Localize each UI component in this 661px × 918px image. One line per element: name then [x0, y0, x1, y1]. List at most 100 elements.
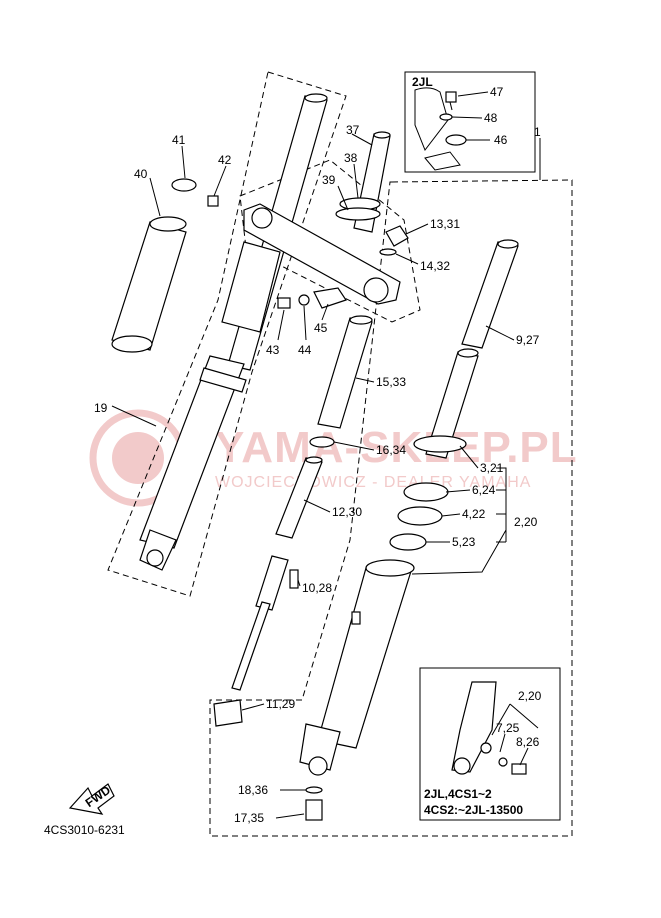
fork-boot-bottom-ring [111, 335, 153, 353]
leader-44 [303, 305, 307, 341]
inset-bottom-line1: 2JL,4CS1~2 [424, 787, 492, 801]
leader-11-29 [241, 703, 265, 711]
outer-tube-lug [351, 611, 361, 625]
leader-17-35 [275, 813, 305, 819]
inset-bolt-47 [445, 91, 457, 103]
leader-2-20 [411, 529, 507, 575]
damper-rod-12-30 [275, 456, 323, 539]
leader-39 [337, 185, 349, 211]
gasket-18-36 [305, 786, 323, 794]
leader-47 [457, 91, 489, 97]
leader-38 [353, 163, 359, 199]
outer-tube-top [365, 559, 415, 577]
rebound-spring [255, 555, 289, 611]
bracket-45 [313, 287, 347, 309]
cap-bolt-13-31 [385, 225, 409, 247]
leader-40 [149, 177, 161, 217]
inset-washer-8-26 [498, 757, 508, 767]
callout-41: 41 [172, 133, 186, 147]
leader-48 [451, 116, 483, 119]
inner-tube-15-33 [317, 315, 373, 429]
callout-5-23: 5,23 [452, 535, 476, 549]
inset-axle-hole [453, 757, 471, 775]
callout-16-34: 16,34 [376, 443, 406, 457]
callout-14-32: 14,32 [420, 259, 450, 273]
inset-2jl-top [404, 71, 536, 173]
callout-43: 43 [266, 343, 280, 357]
outer-tube-foot [299, 723, 341, 771]
leader-42 [213, 165, 227, 197]
watermark: YAMA-SKLEP.PL WOJCIECHOWICZ - DEALER YAM… [89, 409, 578, 507]
oil-lock-11-29 [213, 699, 243, 727]
callout-11-29: 11,29 [266, 697, 295, 711]
damper-rod-top [305, 456, 323, 464]
leader-14-32 [395, 253, 419, 265]
seal-3-21 [413, 435, 467, 453]
callout-1: 1 [534, 125, 541, 139]
piston-rod-10-28 [231, 555, 299, 691]
crown-right-clamp [363, 277, 389, 303]
crown-left-clamp [251, 207, 273, 229]
inset-bolt [511, 763, 527, 775]
bolt-17-35 [305, 799, 323, 821]
leader-lines [111, 91, 515, 819]
inset-cap-46 [445, 134, 467, 146]
leader-13-31 [405, 223, 429, 235]
rod-shaft [231, 601, 271, 691]
stem-top [373, 131, 391, 139]
watermark-subtitle: WOJCIECHOWICZ - DEALER YAMAHA [215, 474, 531, 491]
fork-spring-9-27 [425, 239, 519, 459]
bolt-43 [277, 297, 291, 309]
callout-47: 47 [490, 85, 504, 99]
outer-tube-axle-hole [308, 756, 328, 776]
outer-tube-body [317, 567, 413, 749]
inset-stem-sketch [414, 87, 449, 152]
rod-ring [289, 569, 299, 589]
lower-crown [243, 203, 401, 305]
leader-41 [181, 145, 186, 179]
callout-9-27: 9,27 [516, 333, 540, 347]
inner-tube-top [349, 315, 373, 325]
callout-38: 38 [344, 151, 358, 165]
spring-upper-top [497, 239, 519, 249]
leader-16-34 [333, 441, 375, 451]
inset-leader-7-25 [499, 733, 506, 753]
leader-37 [351, 133, 373, 146]
left-outer-leg-collar [199, 367, 247, 393]
spring-upper [461, 241, 519, 349]
callout-12-30: 12,30 [332, 505, 362, 519]
dust-seal-16-34 [309, 436, 335, 448]
callout-6-24: 6,24 [472, 483, 496, 497]
watermark-logo-core [112, 432, 164, 484]
inset-bottom-parts [451, 681, 539, 775]
inset-top-model: 2JL [412, 75, 433, 89]
fork-boot-40 [111, 216, 187, 353]
callout-37: 37 [346, 123, 360, 137]
leader-19 [111, 405, 157, 427]
leader-10-28 [297, 579, 301, 587]
leader-9-27 [485, 325, 515, 341]
bearing-39 [335, 207, 381, 221]
callout-4-22: 4,22 [462, 507, 486, 521]
fork-boot-top-ring [149, 216, 187, 232]
callout-13-31: 13,31 [430, 217, 460, 231]
inset-callout-2-20: 2,20 [518, 689, 542, 703]
inset-fork-bottom [451, 681, 497, 773]
watermark-title: YAMA-SKLEP.PL [215, 423, 578, 472]
o-ring-14-32 [379, 248, 397, 256]
callout-18-36: 18,36 [238, 783, 268, 797]
left-fork-boot-fitted [221, 241, 281, 333]
forward-arrow-icon: FWD [68, 783, 115, 815]
leader-3-21 [459, 445, 479, 469]
leader-45 [321, 303, 329, 321]
steering-stem [243, 131, 401, 305]
callout-44: 44 [298, 343, 312, 357]
washer-5-23 [389, 533, 427, 551]
leader-6-24 [445, 489, 471, 493]
callout-19: 19 [94, 401, 108, 415]
callout-48: 48 [484, 111, 498, 125]
washer-44 [298, 294, 310, 306]
callout-46: 46 [494, 133, 508, 147]
callout-10-28: 10,28 [302, 581, 332, 595]
